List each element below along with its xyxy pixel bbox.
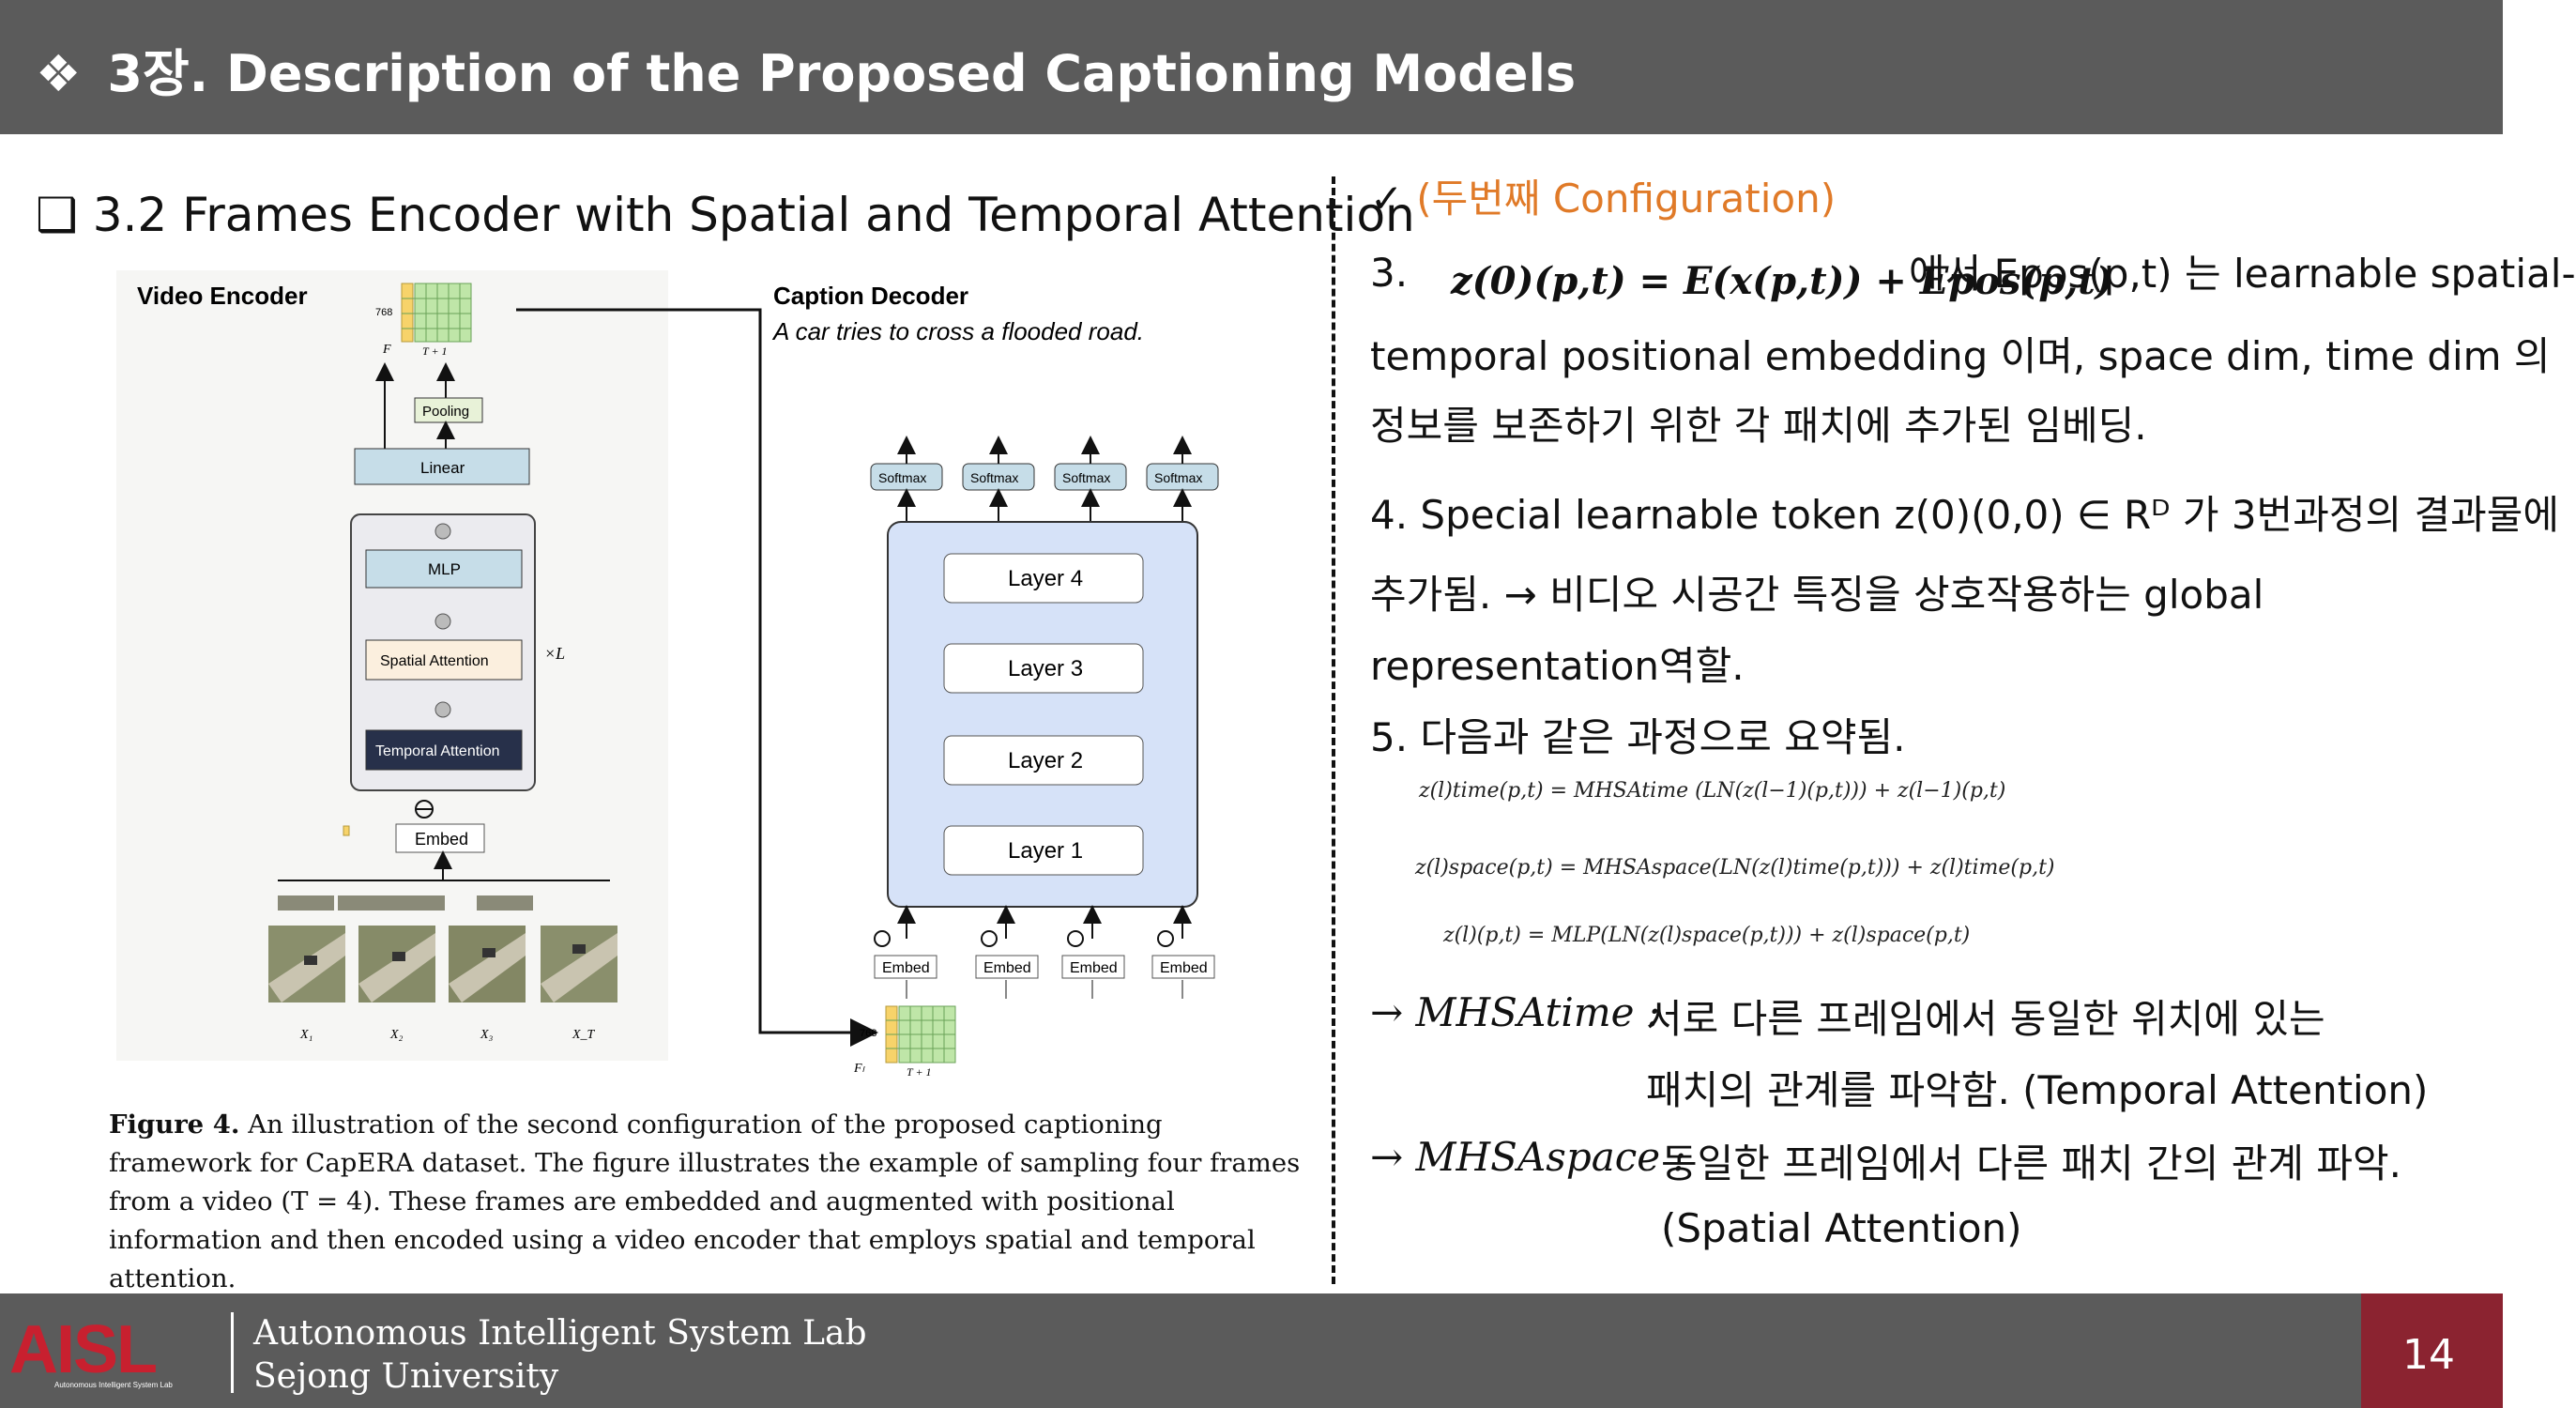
section-title: ❑ 3.2 Frames Encoder with Spatial and Te…: [36, 188, 1415, 242]
footer-bar: [0, 1293, 2503, 1408]
svg-text:T + 1: T + 1: [907, 1065, 932, 1079]
pooling-box: [414, 397, 483, 423]
mhsa-space-label: → MHSAspace :: [1370, 1134, 1686, 1180]
svg-text:Layer 3: Layer 3: [1008, 656, 1083, 681]
item3-text-b: temporal positional embedding 이며, space …: [1370, 333, 2551, 379]
header-bar: [0, 0, 2503, 134]
equation-time: z(l)time(p,t) = MHSAtime (LN(z(l−1)(p,t)…: [1419, 779, 2006, 803]
input-frames: [268, 895, 617, 1002]
temporal-attention-box: [365, 729, 523, 771]
encoder-to-decoder-arrow: [516, 308, 878, 1047]
item3-equation: z(0)(p,t) = E(x(p,t)) + Epos(p,t): [1451, 259, 2113, 303]
svg-text:Autonomous Intelligent System: Autonomous Intelligent System Lab: [54, 1381, 173, 1389]
svg-text:Temporal Attention: Temporal Attention: [375, 743, 500, 759]
dim-label: 768: [375, 307, 392, 318]
aisl-logo: AISL Autonomous Intelligent System Lab: [9, 1312, 173, 1389]
item4-text-b: 추가됨. → 비디오 시공간 특징을 상호작용하는 global: [1370, 572, 2264, 618]
svg-text:Softmax: Softmax: [1154, 470, 1202, 485]
config-heading: ✓(두번째 Configuration): [1370, 176, 1837, 222]
mhsa-space-desc-b: (Spatial Attention): [1661, 1205, 2022, 1251]
column-divider: [1332, 176, 1335, 1284]
svg-text:Layer 1: Layer 1: [1008, 838, 1083, 864]
mhsa-time-desc-b: 패치의 관계를 파악함. (Temporal Attention): [1646, 1067, 2429, 1113]
svg-text:AISL: AISL: [9, 1312, 156, 1387]
svg-text:X₃: X₃: [480, 1028, 494, 1042]
feature-grid-f: [401, 283, 472, 343]
layer-3-box: [943, 643, 1144, 694]
page-title: ❖3장. Description of the Proposed Caption…: [36, 44, 1577, 103]
encoder-embed-box: [395, 823, 485, 853]
item5-text: 5. 다음과 같은 과정으로 요약됨.: [1370, 714, 1906, 760]
layer-2-box: [943, 735, 1144, 786]
decoder-embed-row: Embed Embed Embed Embed: [874, 905, 1215, 999]
figure-caption: Figure 4. An illustration of the second …: [109, 1110, 1301, 1293]
layer-4-box: [943, 553, 1144, 604]
page-number-box: [2361, 1293, 2503, 1408]
item4-text-c: representation역할.: [1370, 643, 1745, 689]
svg-text:X₂: X₂: [389, 1028, 404, 1042]
svg-text:Softmax: Softmax: [878, 470, 926, 485]
mhsa-time-desc-a: 서로 다른 프레임에서 동일한 위치에 있는: [1646, 996, 2325, 1042]
svg-text:Embed: Embed: [983, 960, 1031, 976]
item3-text-c: 정보를 보존하기 위한 각 패치에 추가된 임베딩.: [1370, 403, 2147, 449]
caption-example: A car tries to cross a flooded road.: [771, 317, 1144, 345]
diamond-bullet-icon: ❖: [36, 44, 82, 103]
svg-text:Pooling: Pooling: [422, 404, 469, 420]
lab-name: Autonomous Intelligent System Lab: [253, 1314, 867, 1353]
item3-number: 3.: [1370, 250, 1409, 296]
svg-text:X₁: X₁: [299, 1028, 312, 1042]
svg-text:Embed: Embed: [882, 960, 930, 976]
mlp-box: [365, 549, 523, 589]
svg-text:Layer 4: Layer 4: [1008, 566, 1083, 591]
page-number: 14: [2402, 1331, 2455, 1379]
svg-text:Linear: Linear: [420, 459, 465, 477]
check-icon: ✓: [1370, 176, 1404, 222]
softmax-row: Softmax Softmax Softmax Softmax: [870, 436, 1219, 524]
svg-text:X_T: X_T: [572, 1028, 596, 1042]
spatial-attention-box: [365, 639, 523, 681]
architecture-figure: Video Encoder 768 F T + 1 Pooling Linear…: [137, 282, 1219, 1079]
xl-label: ×L: [544, 644, 565, 663]
feature-label-f: F: [382, 343, 391, 357]
svg-text:Embed: Embed: [1160, 960, 1208, 976]
svg-text:Spatial Attention: Spatial Attention: [380, 653, 489, 669]
mhsa-space-desc-a: 동일한 프레임에서 다른 패치 간의 관계 파악.: [1661, 1140, 2401, 1186]
decoder-block: [887, 521, 1198, 908]
feature-grid-fl: [885, 1005, 956, 1064]
item3-text-a: 에서 Epos(p,t) 는 learnable spatial-: [1909, 251, 2576, 297]
item4-text-a: 4. Special learnable token z(0)(0,0) ∈ R…: [1370, 492, 2560, 538]
svg-text:Softmax: Softmax: [1062, 470, 1110, 485]
svg-text:MLP: MLP: [428, 560, 461, 578]
svg-text:Embed: Embed: [1070, 960, 1118, 976]
video-encoder-title: Video Encoder: [137, 282, 308, 310]
svg-text:Fₗ: Fₗ: [853, 1062, 866, 1076]
svg-text:Softmax: Softmax: [970, 470, 1018, 485]
feature-t1-label: T + 1: [422, 344, 448, 358]
university-name: Sejong University: [253, 1357, 559, 1396]
caption-decoder-title: Caption Decoder: [773, 282, 968, 310]
mhsa-time-label: → MHSAtime :: [1370, 989, 1661, 1035]
svg-text:768: 768: [860, 1028, 876, 1039]
svg-text:Layer 2: Layer 2: [1008, 748, 1083, 773]
linear-box: [354, 448, 530, 485]
footer-separator: [231, 1312, 234, 1393]
equation-mlp: z(l)(p,t) = MLP(LN(z(l)space(p,t))) + z(…: [1443, 924, 1971, 947]
layer-1-box: [943, 825, 1144, 876]
svg-text:Embed: Embed: [415, 830, 468, 849]
equation-space: z(l)space(p,t) = MHSAspace(LN(z(l)time(p…: [1415, 856, 2055, 880]
